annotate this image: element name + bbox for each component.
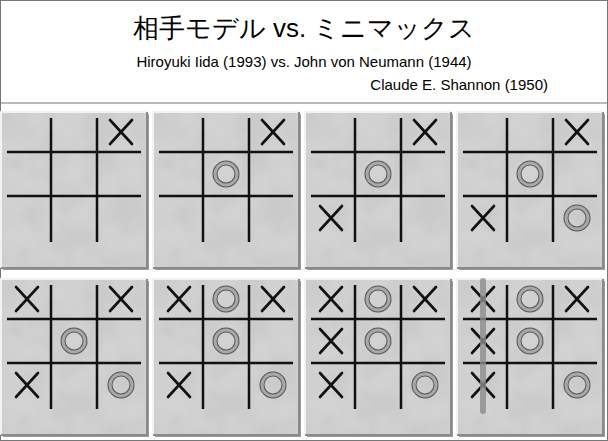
board	[305, 279, 453, 437]
subtitle-line: Hiroyuki Iida (1993) vs. John von Neuman…	[136, 53, 471, 70]
subtitle-line: Claude E. Shannon (1950)	[370, 76, 548, 93]
board	[457, 279, 605, 437]
board	[1, 279, 149, 437]
header-rule	[0, 103, 608, 104]
win-strike	[480, 281, 486, 411]
board	[153, 112, 301, 270]
board	[1, 112, 149, 270]
board	[457, 112, 605, 270]
board	[305, 112, 453, 270]
board	[153, 279, 301, 437]
slide-title: 相手モデル vs. ミニマックス	[133, 14, 476, 44]
